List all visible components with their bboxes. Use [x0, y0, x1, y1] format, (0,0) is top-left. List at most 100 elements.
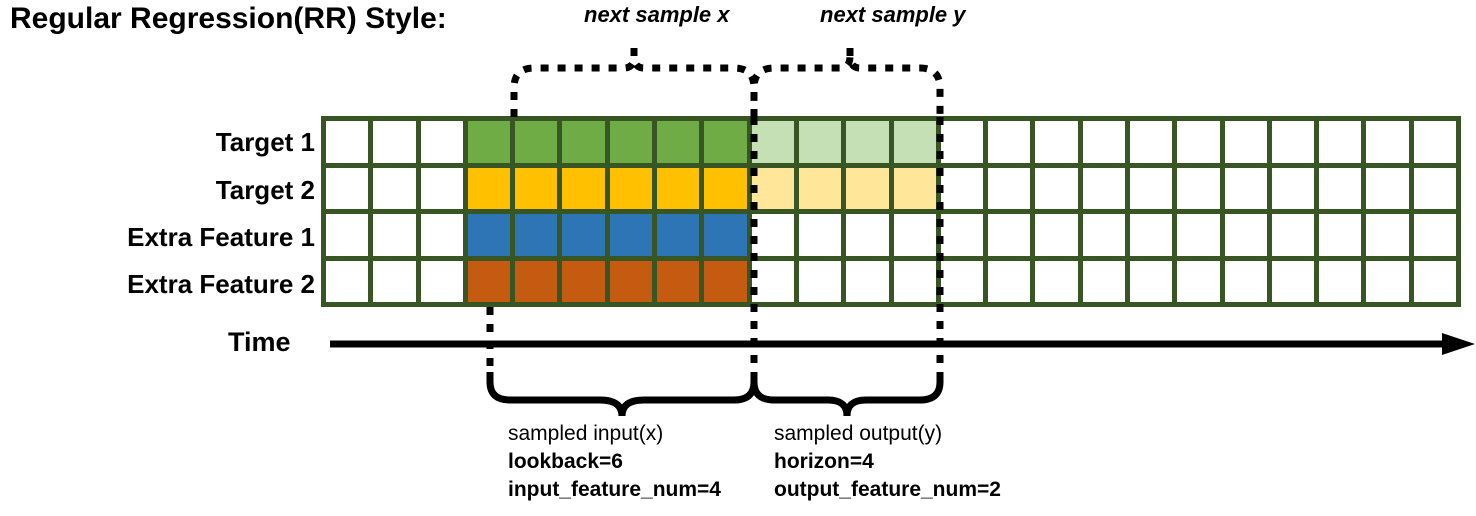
grid-cell-extra-feature-1-9: [751, 214, 794, 256]
grid-cell-target-1-0: [326, 121, 369, 163]
grid-cell-extra-feature-1-14: [988, 214, 1031, 256]
grid-cell-extra-feature-1-15: [1035, 214, 1078, 256]
grid-cell-extra-feature-1-0: [326, 214, 369, 256]
grid-cell-target-2-17: [1129, 167, 1173, 209]
grid-cell-extra-feature-1-11: [846, 214, 889, 256]
grid-cell-extra-feature-1-7: [657, 214, 700, 256]
grid-cell-extra-feature-2-8: [704, 260, 747, 302]
row-label-target-1: Target 1: [215, 127, 315, 157]
grid-cell-target-1-22: [1366, 121, 1409, 163]
grid-cell-target-2-20: [1271, 167, 1315, 209]
grid-cell-extra-feature-2-4: [515, 260, 558, 302]
grid-cell-target-2-11: [846, 167, 889, 209]
row-label-extra-feature-1: Extra Feature 1: [127, 222, 315, 252]
grid-cell-target-1-11: [846, 121, 889, 163]
grid-cell-extra-feature-2-11: [846, 260, 889, 302]
grid-cell-extra-feature-1-1: [373, 214, 416, 256]
grid-cell-target-1-6: [609, 121, 653, 163]
row-labels: Target 1 Target 2 Extra Feature 1 Extra …: [10, 117, 315, 307]
grid-cell-extra-feature-2-6: [609, 260, 653, 302]
grid-cell-extra-feature-2-10: [798, 260, 842, 302]
grid-cell-target-2-12: [893, 167, 936, 209]
grid-cell-target-2-16: [1082, 167, 1125, 209]
grid-cell-extra-feature-2-13: [940, 260, 984, 302]
grid-cell-target-2-22: [1366, 167, 1409, 209]
grid-cell-target-1-4: [515, 121, 558, 163]
grid-cell-target-2-23: [1413, 167, 1456, 209]
grid-cell-target-2-18: [1177, 167, 1220, 209]
grid-cell-target-2-7: [657, 167, 700, 209]
time-axis-label: Time: [228, 327, 291, 357]
grid-cell-extra-feature-1-6: [609, 214, 653, 256]
grid-cell-extra-feature-1-17: [1129, 214, 1173, 256]
grid-cell-target-2-8: [704, 167, 747, 209]
grid-cell-extra-feature-1-13: [940, 214, 984, 256]
grid-cell-extra-feature-1-2: [420, 214, 463, 256]
grid-cell-target-1-1: [373, 121, 416, 163]
grid-cell-target-1-10: [798, 121, 842, 163]
grid-cell-target-2-15: [1035, 167, 1078, 209]
grid-cell-target-1-5: [562, 121, 605, 163]
grid-cell-extra-feature-2-18: [1177, 260, 1220, 302]
grid-cell-target-1-20: [1271, 121, 1315, 163]
grid-cell-target-1-2: [420, 121, 463, 163]
grid-cell-extra-feature-1-21: [1319, 214, 1362, 256]
grid-cell-target-2-1: [373, 167, 416, 209]
grid-cell-extra-feature-2-9: [751, 260, 794, 302]
grid-cell-target-2-5: [562, 167, 605, 209]
grid-cell-extra-feature-2-19: [1224, 260, 1267, 302]
grid-cell-target-1-19: [1224, 121, 1267, 163]
row-label-extra-feature-2: Extra Feature 2: [127, 269, 315, 299]
grid-cell-extra-feature-2-3: [467, 260, 511, 302]
grid-cell-extra-feature-1-12: [893, 214, 936, 256]
grid-cell-target-1-3: [467, 121, 511, 163]
grid-cell-extra-feature-1-5: [562, 214, 605, 256]
grid-cell-extra-feature-2-22: [1366, 260, 1409, 302]
grid-cell-extra-feature-2-0: [326, 260, 369, 302]
grid-cell-extra-feature-2-17: [1129, 260, 1173, 302]
grid-cell-target-1-9: [751, 121, 794, 163]
grid-cell-extra-feature-2-7: [657, 260, 700, 302]
grid-cell-extra-feature-1-10: [798, 214, 842, 256]
grid-cell-extra-feature-1-8: [704, 214, 747, 256]
grid-cell-target-2-9: [751, 167, 794, 209]
grid-cell-extra-feature-2-2: [420, 260, 463, 302]
annotation-sampled-output: sampled output(y) horizon=4 output_featu…: [774, 420, 1001, 504]
grid-cell-extra-feature-1-4: [515, 214, 558, 256]
grid-cell-target-1-8: [704, 121, 747, 163]
grid-cell-target-2-6: [609, 167, 653, 209]
grid-cell-target-1-7: [657, 121, 700, 163]
grid-cell-target-2-19: [1224, 167, 1267, 209]
sampled-output-title: sampled output(y): [774, 422, 943, 445]
grid-cell-target-2-13: [940, 167, 984, 209]
grid-cell-extra-feature-2-20: [1271, 260, 1315, 302]
grid-cell-extra-feature-2-15: [1035, 260, 1078, 302]
grid-cell-extra-feature-2-23: [1413, 260, 1456, 302]
grid-cell-extra-feature-2-5: [562, 260, 605, 302]
grid-cell-target-1-13: [940, 121, 984, 163]
grid-cell-target-1-14: [988, 121, 1031, 163]
grid-cell-extra-feature-2-1: [373, 260, 416, 302]
grid-cell-extra-feature-2-14: [988, 260, 1031, 302]
grid-cell-target-2-14: [988, 167, 1031, 209]
grid-cell-target-1-17: [1129, 121, 1173, 163]
grid-cell-extra-feature-1-18: [1177, 214, 1220, 256]
annotation-sampled-input: sampled input(x) lookback=6 input_featur…: [508, 420, 721, 504]
grid-cell-extra-feature-1-23: [1413, 214, 1456, 256]
grid-cell-extra-feature-2-16: [1082, 260, 1125, 302]
sampled-input-lookback: lookback=6: [508, 449, 623, 473]
grid-cell-target-2-3: [467, 167, 511, 209]
grid-cell-target-2-2: [420, 167, 463, 209]
grid-cell-target-2-0: [326, 167, 369, 209]
timeseries-grid: [321, 116, 1461, 307]
sampled-input-title: sampled input(x): [508, 422, 664, 445]
grid-cell-target-1-23: [1413, 121, 1456, 163]
grid-cell-extra-feature-1-3: [467, 214, 511, 256]
sampled-input-feature-num: input_feature_num=4: [508, 477, 721, 501]
grid-cell-target-2-4: [515, 167, 558, 209]
annotation-next-sample-x: next sample x: [584, 2, 730, 27]
grid-cell-target-1-12: [893, 121, 936, 163]
time-axis-arrow: [330, 333, 1475, 355]
grid-cell-extra-feature-1-16: [1082, 214, 1125, 256]
